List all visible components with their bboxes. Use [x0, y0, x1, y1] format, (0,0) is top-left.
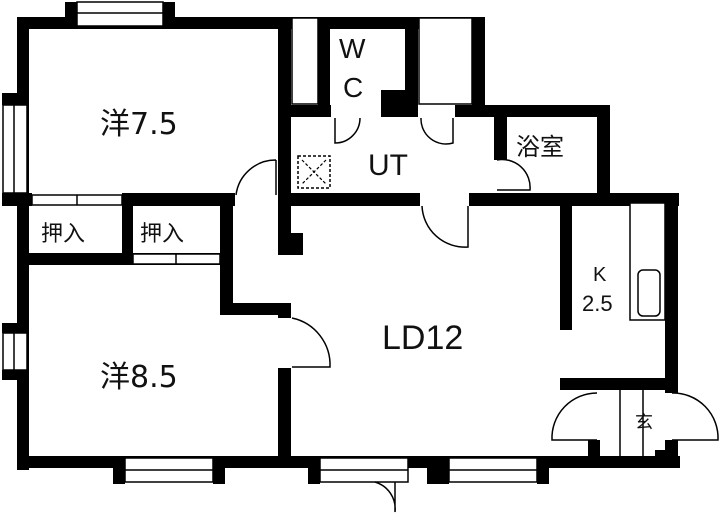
room-utility: UT [368, 149, 408, 182]
doors [235, 117, 719, 513]
room-closet-1: 押入 [41, 222, 85, 247]
walls [2, 2, 680, 484]
room-western-2: 洋8.5 [100, 360, 178, 395]
room-wc-w: W [339, 33, 366, 64]
room-kitchen-k: K [593, 264, 607, 286]
room-closet-2: 押入 [140, 222, 184, 247]
windows [2, 1, 666, 483]
room-entrance: 玄 [635, 412, 653, 433]
room-kitchen-size: 2.5 [582, 291, 613, 316]
room-labels: 洋7.5 洋8.5 押入 押入 W C UT 浴室 LD12 K 2.5 玄 [41, 33, 653, 433]
ventilation-fan-icon [297, 155, 331, 189]
room-bath: 浴室 [516, 133, 564, 161]
room-wc-c: C [343, 72, 363, 103]
room-living-dining: LD12 [382, 319, 463, 357]
room-western-1: 洋7.5 [100, 107, 178, 142]
